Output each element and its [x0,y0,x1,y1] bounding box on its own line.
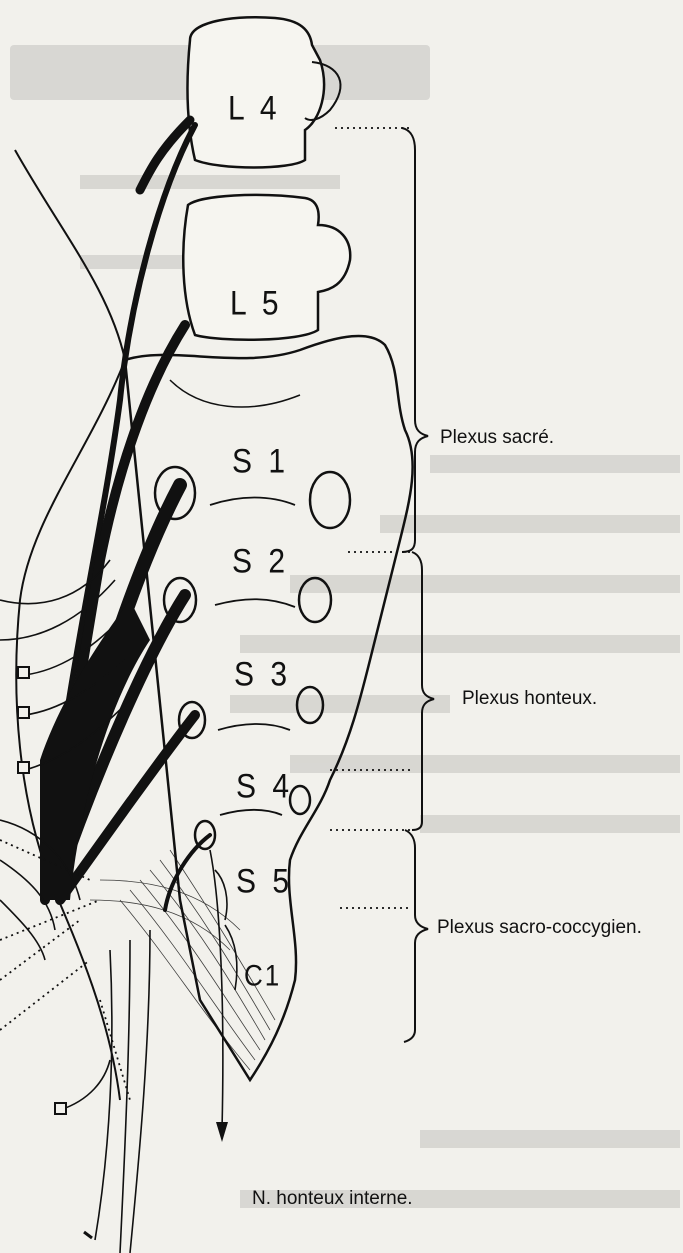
label-s1: S 1 [232,442,289,481]
foramen-right-s1 [310,472,350,528]
label-s3: S 3 [234,655,291,694]
label-s5: S 5 [236,862,293,901]
label-s4: S 4 [236,767,293,806]
brace-honteux [412,552,434,830]
sacrum-inner-edge [170,380,300,407]
label-l4: L 4 [228,89,281,128]
brace-sacro-coccygien [404,830,428,1042]
label-s2: S 2 [232,542,289,581]
background-ghost-text [10,45,680,1208]
label-plexus-honteux: Plexus honteux. [462,688,597,710]
nerve-terminal-tip [84,1232,92,1238]
label-plexus-sacro-coccygien: Plexus sacro-coccygien. [437,917,642,939]
brace-sacre [402,128,428,552]
label-plexus-sacre: Plexus sacré. [440,427,554,449]
label-c1: C1 [244,958,281,994]
label-l5: L 5 [230,284,283,323]
pelvis-outline [15,150,125,1100]
nerve-arrow [216,1122,228,1142]
label-n-honteux-interne: N. honteux interne. [252,1188,413,1210]
